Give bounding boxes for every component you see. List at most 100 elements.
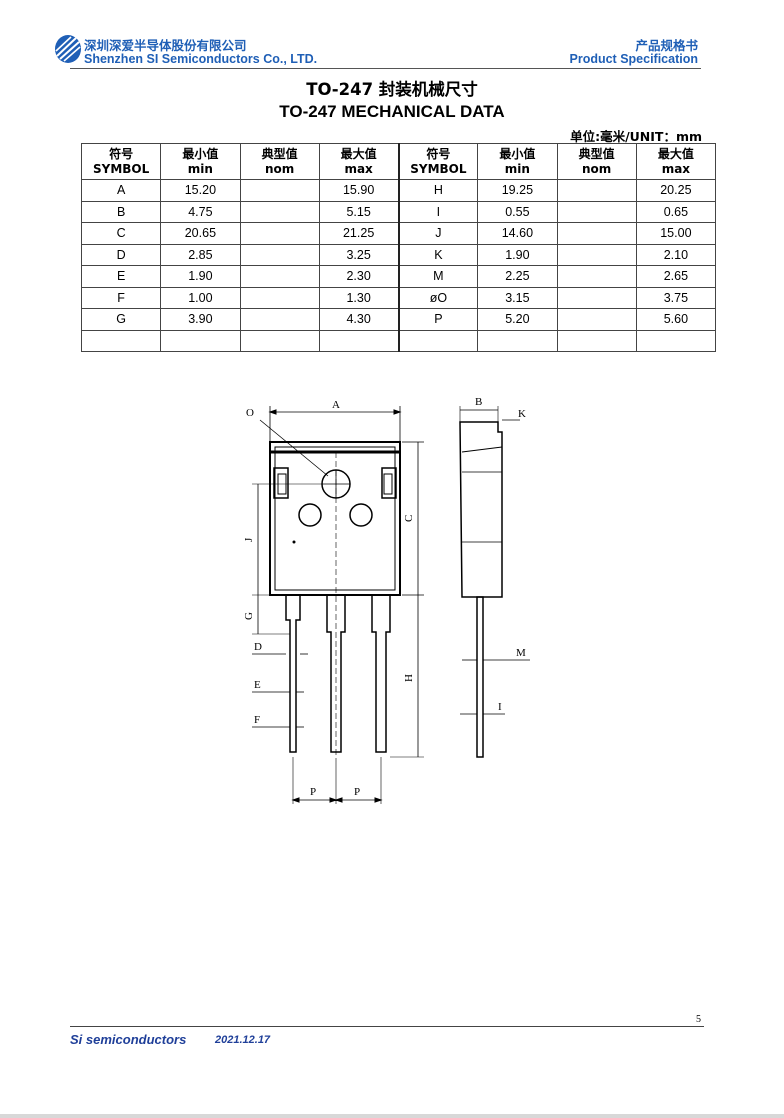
label-I: I <box>498 701 502 713</box>
table-cell: 0.55 <box>477 200 558 223</box>
table-cell: 20.65 <box>160 222 241 245</box>
table-cell: A <box>80 179 162 202</box>
label-A: A <box>332 399 340 411</box>
table-cell <box>239 265 320 288</box>
label-K: K <box>518 408 526 420</box>
table-cell: 15.90 <box>318 179 400 202</box>
table-cell: I <box>397 200 479 223</box>
table-cell: C <box>80 222 162 245</box>
column-header-cn: 最大值 <box>340 146 377 161</box>
table-cell <box>239 329 320 352</box>
table-cell: 3.25 <box>318 243 400 266</box>
table-cell: P <box>397 308 479 331</box>
table-cell: 2.30 <box>318 265 400 288</box>
footer-divider <box>70 1026 704 1027</box>
table-cell <box>556 265 637 288</box>
lead-left <box>285 595 301 753</box>
company-name-cn: 深圳深爱半导体股份有限公司 <box>84 38 247 53</box>
table-cell: øO <box>397 286 479 309</box>
table-cell <box>635 329 717 352</box>
table-cell <box>477 329 558 352</box>
viewer-bottom-bar <box>0 1114 784 1118</box>
table-cell <box>160 329 241 352</box>
company-name-en: Shenzhen SI Semiconductors Co., LTD. <box>84 52 318 66</box>
table-cell: 15.20 <box>160 179 241 202</box>
table-cell: 1.30 <box>318 286 400 309</box>
column-header-cn: 最小值 <box>182 146 219 161</box>
column-header-en: nom <box>264 161 295 176</box>
table-cell <box>556 179 637 202</box>
table-cell: D <box>80 243 162 266</box>
company-logo-icon <box>55 35 81 63</box>
table-cell <box>80 329 162 352</box>
column-header-en: max <box>344 161 373 176</box>
table-cell: 19.25 <box>477 179 558 202</box>
column-header-cn: 典型值 <box>261 146 298 161</box>
column-header-cn: 最大值 <box>657 146 694 161</box>
label-P1: P <box>310 786 316 798</box>
table-row <box>80 329 717 352</box>
table-cell <box>556 329 637 352</box>
label-D: D <box>254 641 262 653</box>
side-view-lead <box>476 596 484 758</box>
table-cell <box>556 286 637 309</box>
footer-company: Si semiconductors <box>70 1032 187 1047</box>
label-P2: P <box>354 786 360 798</box>
table-cell: 14.60 <box>477 222 558 245</box>
table-cell: M <box>397 265 479 288</box>
table-cell: 20.25 <box>635 179 717 202</box>
label-J: J <box>243 537 255 542</box>
table-cell: G <box>80 308 162 331</box>
footer-date: 2021.12.17 <box>215 1034 271 1046</box>
lead-center <box>326 595 346 753</box>
table-cell: 5.20 <box>477 308 558 331</box>
header-divider <box>70 68 701 69</box>
table-cell: 5.60 <box>635 308 717 331</box>
table-cell: 2.65 <box>635 265 717 288</box>
label-M: M <box>516 647 526 659</box>
label-B: B <box>475 396 482 408</box>
column-header-en: nom <box>581 161 612 176</box>
table-cell: 5.15 <box>318 200 400 223</box>
column-header-en: SYMBOL <box>410 161 467 176</box>
page-title-cn: TO-247 封装机械尺寸 <box>306 80 478 99</box>
table-cell: 2.10 <box>635 243 717 266</box>
table-cell: H <box>397 179 479 202</box>
column-header-cn: 典型值 <box>578 146 615 161</box>
table-cell: E <box>80 265 162 288</box>
unit-label: 单位:毫米/UNIT：mm <box>570 129 702 144</box>
table-cell <box>239 243 320 266</box>
label-C: C <box>403 515 415 522</box>
table-cell <box>239 286 320 309</box>
table-cell: 4.30 <box>318 308 400 331</box>
column-header-cn: 最小值 <box>499 146 536 161</box>
table-cell: F <box>80 286 162 309</box>
column-header-en: max <box>661 161 691 176</box>
column-header-cn: 符号 <box>109 146 134 161</box>
table-cell: 3.15 <box>477 286 558 309</box>
label-H: H <box>403 674 415 682</box>
table-cell <box>318 329 400 352</box>
table-cell: J <box>397 222 479 245</box>
table-cell <box>556 243 637 266</box>
table-cell <box>556 308 637 331</box>
table-cell: 2.25 <box>477 265 558 288</box>
table-cell: 4.75 <box>160 200 241 223</box>
label-F: F <box>254 714 260 726</box>
table-cell: 1.00 <box>160 286 241 309</box>
to247-mechanical-drawing: O A B K C J G H D E F M I P P <box>243 396 530 804</box>
table-cell <box>556 222 637 245</box>
table-cell: 3.75 <box>635 286 717 309</box>
doc-type-en: Product Specification <box>569 52 699 66</box>
label-E: E <box>254 679 261 691</box>
table-cell: 1.90 <box>477 243 558 266</box>
table-cell: 15.00 <box>635 222 717 245</box>
